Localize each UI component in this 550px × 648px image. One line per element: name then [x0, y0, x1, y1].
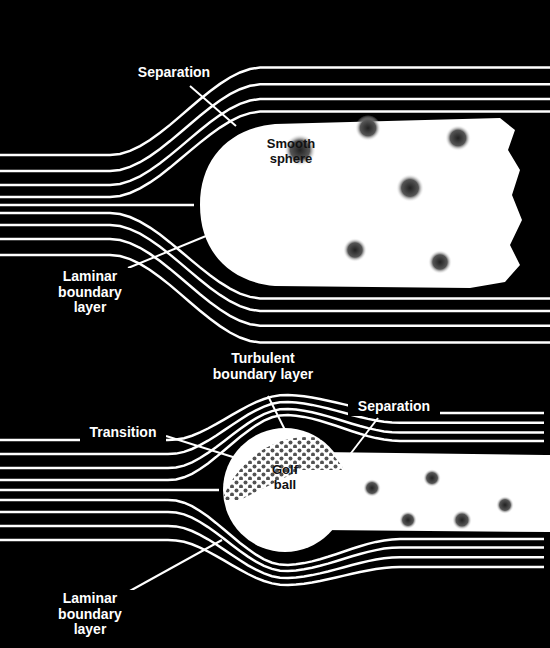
dimples: [222, 437, 345, 500]
separation-label: Separation: [128, 64, 220, 82]
separation-label: Separation: [348, 398, 440, 416]
streamline: [0, 489, 219, 492]
laminar-layer-label: Laminar boundary layer: [44, 590, 136, 639]
turbulent-layer-label: Turbulent boundary layer: [200, 350, 326, 383]
leader-lines: [128, 86, 378, 592]
laminar-layer-label: Laminar boundary layer: [44, 268, 136, 317]
streamline: [0, 204, 194, 207]
streamlines: [0, 68, 550, 586]
golf-ball: [223, 428, 347, 552]
golf-ball-label: Golf ball: [262, 462, 308, 493]
golf-ball-wake: [320, 452, 550, 532]
smooth-sphere-wake: [200, 118, 522, 288]
transition-label: Transition: [80, 424, 166, 442]
sphere-label: Smooth sphere: [256, 136, 326, 167]
